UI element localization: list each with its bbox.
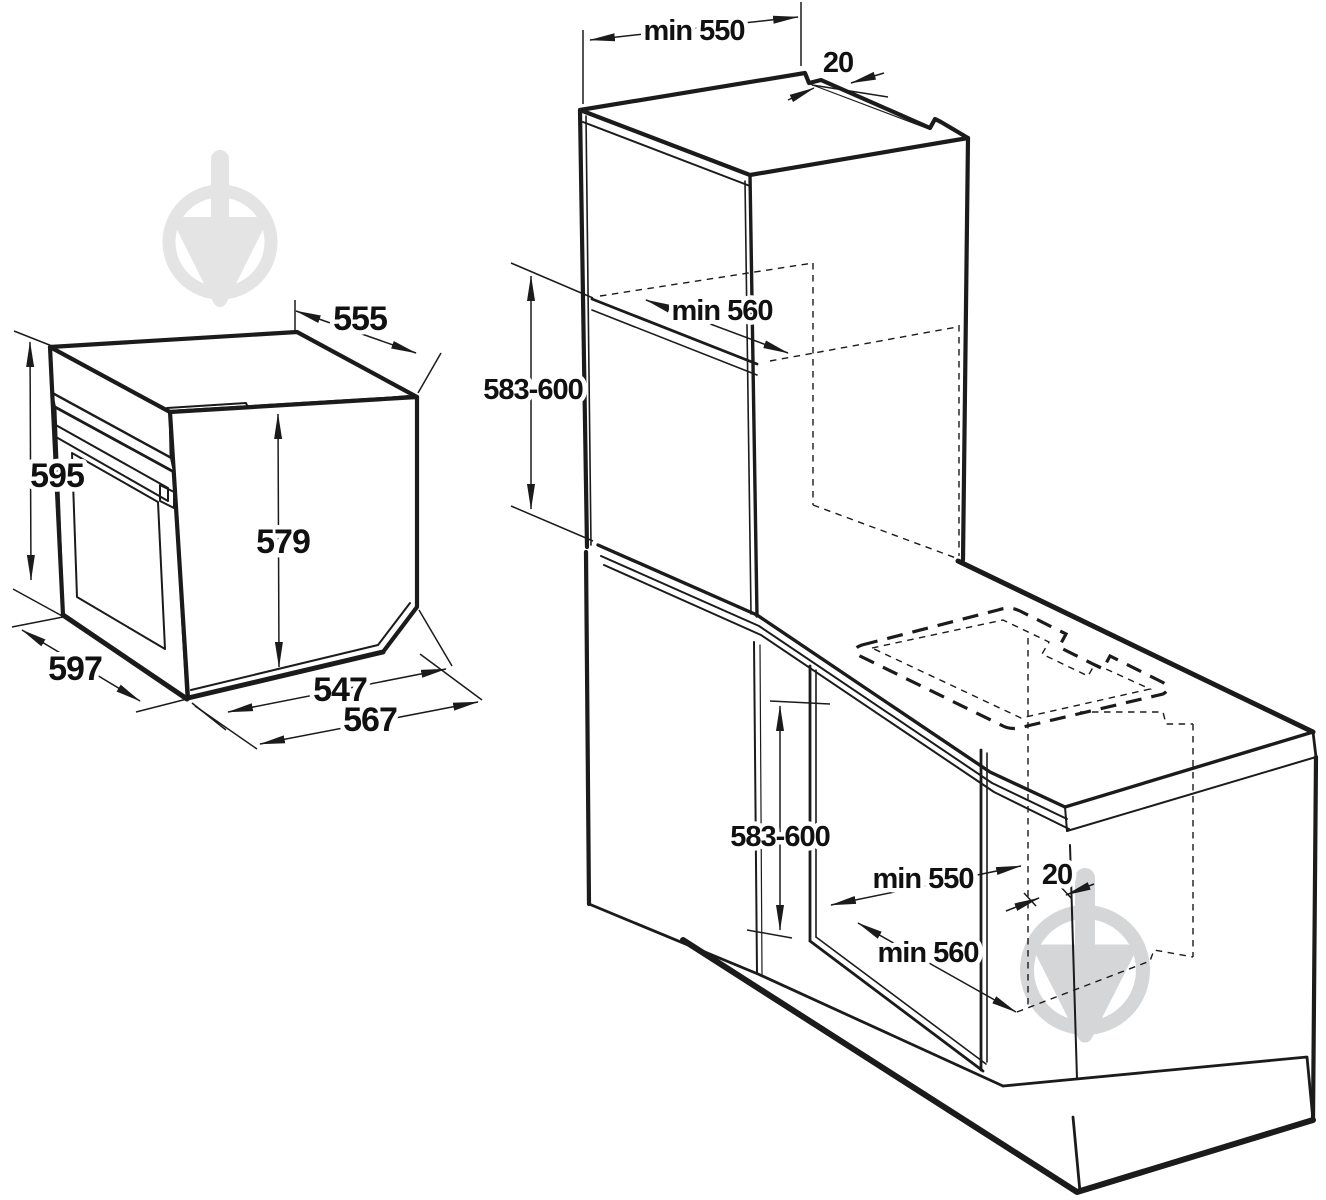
dim-oven-front-width: 597 bbox=[11, 616, 188, 713]
tall-cabinet-lower-right-edge bbox=[753, 641, 758, 974]
tall-cabinet-top-thickness bbox=[582, 121, 751, 187]
dim-label-579: 579 bbox=[256, 523, 310, 561]
oven-handle-bracket bbox=[159, 484, 175, 509]
dim-label-top-min550: min 550 bbox=[644, 15, 745, 47]
tall-cabinet-left-edge-lower bbox=[583, 549, 592, 907]
tall-cabinet-front-right-edge bbox=[748, 173, 759, 618]
oven-figure: 595 555 579 597 547 bbox=[11, 296, 483, 750]
dim-label-lower-min560: min 560 bbox=[878, 937, 979, 969]
tall-cabinet-front-right-inner bbox=[744, 180, 752, 615]
dim-tall-top-depth: min 550 bbox=[582, 2, 802, 104]
dim-label-555: 555 bbox=[333, 300, 387, 338]
dim-base-niche-height: 583-600 bbox=[726, 700, 835, 939]
watermark-logo-top bbox=[162, 150, 278, 307]
tall-cabinet-side-edge bbox=[960, 135, 971, 563]
dim-label-597: 597 bbox=[48, 650, 102, 688]
dim-label-595: 595 bbox=[30, 457, 84, 495]
tall-cabinet-lower-right-inner bbox=[759, 644, 763, 975]
dim-tall-niche-depth: min 560 bbox=[645, 291, 789, 354]
hob-cutout-inner-line bbox=[869, 619, 1153, 719]
tall-niche-hidden-lines bbox=[599, 262, 960, 559]
tall-cabinet-left-edge bbox=[577, 107, 590, 550]
base-niche-hidden-lines bbox=[1016, 638, 1194, 1013]
worktop-right-edge bbox=[1063, 730, 1315, 809]
dim-oven-body-height: 579 bbox=[252, 413, 315, 668]
dim-tall-niche-height: 583-600 bbox=[479, 262, 594, 542]
worktop-front-band-lower bbox=[603, 564, 1070, 830]
dim-label-lower-20: 20 bbox=[1042, 859, 1072, 891]
plinth-bottom-edge bbox=[680, 937, 1316, 1195]
dim-oven-height: 595 bbox=[12, 330, 89, 618]
dim-tall-vent-gap: 20 bbox=[787, 43, 889, 103]
base-front-bottom-edge bbox=[587, 902, 1005, 1088]
worktop-front-edge bbox=[596, 543, 1067, 809]
dim-label-lower-min550: min 550 bbox=[873, 863, 974, 895]
worktop-corner-front bbox=[1064, 806, 1068, 832]
dim-label-upper-min560: min 560 bbox=[672, 295, 773, 327]
watermark-logo-bottom bbox=[1020, 868, 1150, 1043]
tall-cabinet-top-face bbox=[577, 70, 971, 178]
tall-cabinet-vent-channel bbox=[809, 83, 930, 130]
worktop-front-band bbox=[600, 555, 1068, 820]
tall-cabinet-left-edge-inner bbox=[585, 115, 592, 546]
dim-label-567: 567 bbox=[343, 701, 397, 739]
dim-base-niche-depth: min 550 bbox=[830, 859, 1022, 906]
oven-door-window bbox=[71, 452, 166, 650]
base-rear-right-edge bbox=[1310, 754, 1319, 1124]
plinth-corner-edge bbox=[1071, 1115, 1082, 1194]
dim-base-vent-gap: 20 bbox=[1005, 855, 1095, 912]
worktop-right-band bbox=[1066, 756, 1317, 832]
hob-cutout-outline bbox=[853, 606, 1170, 731]
dim-label-lower-583-600: 583-600 bbox=[730, 821, 829, 853]
dim-oven-top-depth: 555 bbox=[294, 296, 442, 394]
cabinet-figure: min 550 20 583-600 min 560 583-600 bbox=[479, 2, 1319, 1195]
worktop-rear-edge bbox=[955, 558, 1316, 735]
base-side-bottom-edge bbox=[1001, 1055, 1315, 1122]
dim-label-upper-583-600: 583-600 bbox=[483, 374, 582, 406]
oven-left-edge bbox=[47, 344, 66, 618]
dim-oven-bottom-depth-total: 567 bbox=[194, 653, 483, 750]
worktop-corner-rear bbox=[1311, 730, 1318, 759]
dim-base-niche-width: min 560 bbox=[857, 922, 1017, 1013]
dim-label-top-20: 20 bbox=[823, 47, 853, 79]
